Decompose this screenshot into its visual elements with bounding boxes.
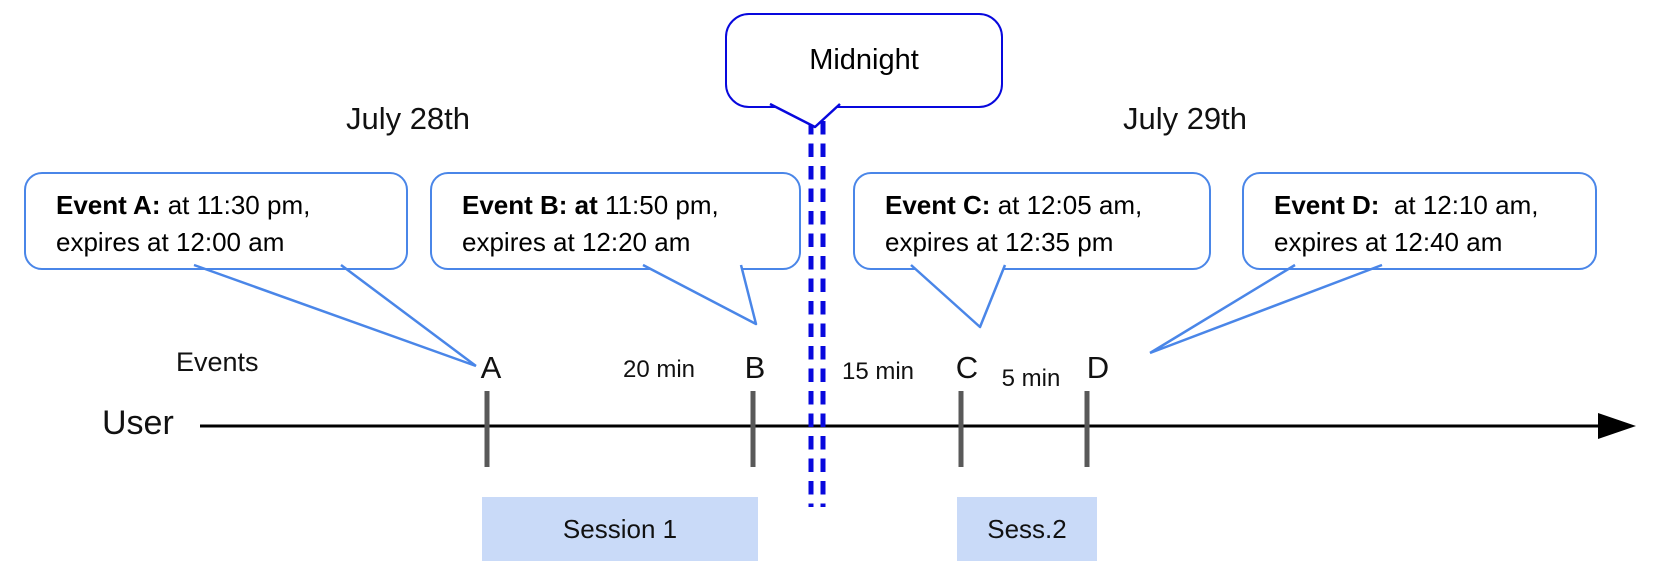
user-row-label: User (102, 404, 174, 442)
event-a-callout: Event A: at 11:30 pm, expires at 12:00 a… (24, 172, 408, 270)
interval-b-c: 15 min (841, 358, 915, 385)
event-c-expiry: expires at 12:35 pm (885, 227, 1114, 257)
marker-a: A (480, 350, 502, 385)
event-b-expiry: expires at 12:20 am (462, 227, 691, 257)
timeline-arrowhead-icon (1598, 413, 1636, 439)
event-c-callout: Event C: at 12:05 am, expires at 12:35 p… (853, 172, 1211, 270)
event-b-callout: Event B: at 11:50 pm, expires at 12:20 a… (430, 172, 801, 270)
event-a-time: Event A: at 11:30 pm, (56, 190, 311, 220)
event-c-time: Event C: at 12:05 am, (885, 190, 1143, 220)
interval-c-d: 5 min (1001, 365, 1061, 392)
midnight-label: Midnight (809, 44, 919, 76)
event-d-expiry: expires at 12:40 am (1274, 227, 1503, 257)
marker-d: D (1086, 350, 1110, 385)
event-d-time: Event D: at 12:10 am, (1274, 190, 1539, 220)
date-title-july-28: July 28th (345, 101, 471, 136)
date-title-july-29: July 29th (1122, 101, 1248, 136)
session-2-box: Sess.2 (957, 497, 1097, 561)
session-1-box: Session 1 (482, 497, 758, 561)
event-b-time: Event B: at 11:50 pm, (462, 190, 719, 220)
event-a-expiry: expires at 12:00 am (56, 227, 285, 257)
session-2-label: Sess.2 (987, 513, 1067, 544)
events-row-label: Events (176, 347, 259, 377)
marker-b: B (744, 350, 766, 385)
event-d-callout-tail (1149, 263, 1383, 355)
marker-c: C (955, 350, 979, 385)
session-1-label: Session 1 (562, 513, 678, 544)
midnight-callout: Midnight (725, 13, 1003, 108)
interval-a-b: 20 min (622, 356, 696, 383)
event-d-callout: Event D: at 12:10 am, expires at 12:40 a… (1242, 172, 1597, 270)
event-c-callout-tail (910, 264, 1007, 329)
event-b-callout-tail (642, 263, 758, 326)
